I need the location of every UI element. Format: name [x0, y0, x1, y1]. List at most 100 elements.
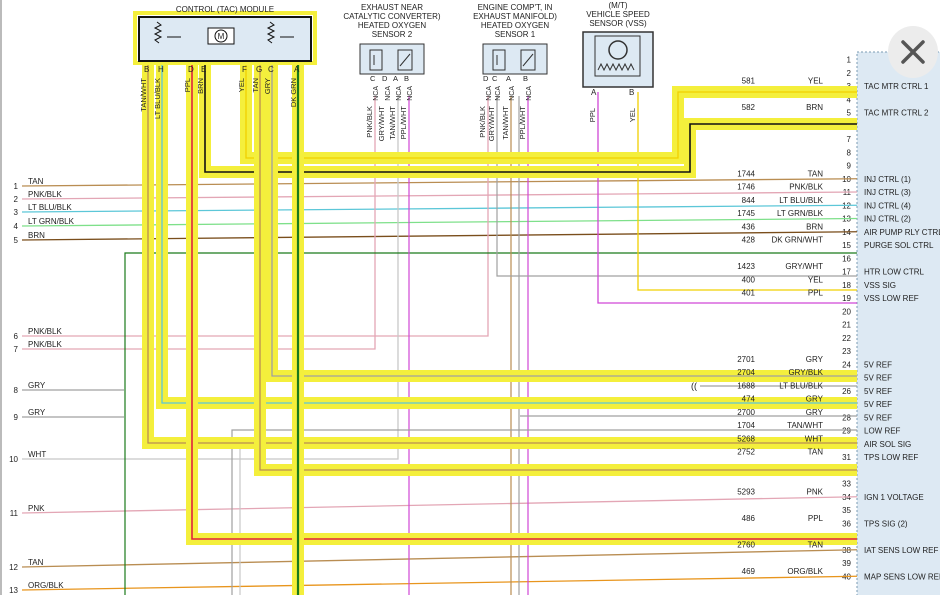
- o2s1-title-line: EXHAUST MANIFOLD): [473, 12, 557, 21]
- o2s1-pin-letter: B: [523, 74, 528, 83]
- pcm-pin-number: 36: [842, 519, 851, 528]
- pcm-circuit-number: 2701: [737, 355, 755, 364]
- o2s2-title-line: CATALYTIC CONVERTER): [343, 12, 441, 21]
- pcm-circuit-number: 1745: [737, 209, 755, 218]
- tac-pin-letter: C: [268, 65, 274, 74]
- o2s2-title-line: HEATED OXYGEN: [358, 21, 427, 30]
- pcm-pin-function: TAC MTR CTRL 1: [864, 82, 929, 91]
- pcm-pin-number: 1: [847, 56, 852, 65]
- tac-wire-label: DK GRN: [289, 78, 298, 107]
- pcm-wire-color: YEL: [808, 77, 824, 86]
- vss-wire-label: PPL: [588, 108, 597, 122]
- pcm-wire-color: GRY: [806, 395, 824, 404]
- motor-icon: [214, 29, 228, 43]
- pcm-pin-number: 24: [842, 360, 851, 369]
- pcm-wire-color: LT BLU/BLK: [779, 196, 823, 205]
- pcm-pin-function: IAT SENS LOW REF: [864, 546, 938, 555]
- pcm-pin-number: 8: [847, 148, 852, 157]
- o2s1-nca-label: NCA: [495, 86, 502, 101]
- close-icon: [901, 40, 925, 64]
- pcm-wire-color: BRN: [806, 103, 823, 112]
- left-wire-number: 10: [9, 455, 18, 464]
- pcm-pin-function: INJ CTRL (2): [864, 215, 911, 224]
- pcm-pin-number: 28: [842, 413, 851, 422]
- pcm-pin-number: 26: [842, 387, 851, 396]
- pcm-pin-number: 35: [842, 506, 851, 515]
- o2s2-wire-label: PNK/BLK: [365, 106, 374, 138]
- left-wire-number: 12: [9, 563, 18, 572]
- tac-pin-letter: H: [158, 65, 164, 74]
- pcm-pin-function: IGN 1 VOLTAGE: [864, 493, 924, 502]
- left-wire-label: GRY: [28, 381, 46, 390]
- pcm-wire-color: WHT: [805, 434, 823, 443]
- pcm-pin-function: VSS SIG: [864, 281, 896, 290]
- o2s2-pin-letter: C: [370, 74, 376, 83]
- pcm-circuit-number: 428: [742, 236, 756, 245]
- pcm-pin-number: 33: [842, 480, 851, 489]
- pcm-pin-number: 29: [842, 427, 851, 436]
- o2s1-pin-letter: A: [506, 74, 511, 83]
- tac-wire-label: GRY: [263, 78, 272, 94]
- o2s2-nca-label: NCA: [396, 86, 403, 101]
- wire-tac-ltblu: [161, 64, 857, 404]
- left-wire-label: PNK/BLK: [28, 327, 62, 336]
- left-wire-label: LT GRN/BLK: [28, 217, 75, 226]
- left-wire-label: PNK: [28, 504, 45, 513]
- pcm-circuit-number: 5268: [737, 434, 755, 443]
- left-wire-number: 5: [14, 236, 19, 245]
- o2s1-wire-label: GRY/WHT: [487, 106, 496, 142]
- tac-pin-letter: A: [294, 65, 300, 74]
- left-wire-number: 6: [14, 332, 19, 341]
- left-wire-number: 9: [14, 413, 19, 422]
- wire-left-7: [22, 96, 376, 350]
- vss-title-line: SENSOR (VSS): [589, 19, 647, 28]
- pcm-wire-color: ORG/BLK: [787, 567, 823, 576]
- o2s1-wire-label: PNK/BLK: [478, 106, 487, 138]
- tac-pot-2-icon: [266, 21, 276, 44]
- pcm-pin-function: TPS LOW REF: [864, 453, 918, 462]
- left-wire-number: 1: [14, 182, 19, 191]
- pcm-circuit-number: 469: [742, 567, 756, 576]
- tac-pin-letter: G: [256, 65, 262, 74]
- pcm-wire-color: BRN: [806, 222, 823, 231]
- sensor-element-icon: [520, 49, 536, 71]
- wire-tac-brn: [204, 64, 857, 173]
- close-button[interactable]: [888, 26, 938, 78]
- o2s2-title-line: SENSOR 2: [372, 30, 413, 39]
- o2s1-pin-letter: D: [483, 74, 489, 83]
- pcm-pin-function: HTR LOW CTRL: [864, 268, 925, 277]
- pcm-circuit-number: 1744: [737, 169, 755, 178]
- tac-wire-label: TAN/WHT: [139, 78, 148, 112]
- wire-left-13: [21, 575, 858, 591]
- wire-break-mark: ((: [691, 381, 697, 391]
- left-wire-number: 11: [10, 509, 19, 518]
- pcm-wire-color: TAN: [808, 448, 824, 457]
- left-wire-number: 3: [14, 208, 19, 217]
- wire-tac-gry: [271, 64, 857, 377]
- pcm-circuit-number: 400: [742, 275, 756, 284]
- pcm-pin-number: 31: [842, 453, 851, 462]
- pcm-pin-number: 15: [842, 241, 851, 250]
- pcm-circuit-number: 582: [742, 103, 756, 112]
- o2s1-wire-label: TAN/WHT: [501, 106, 510, 140]
- motor-icon-label: M: [218, 32, 225, 41]
- pcm-wire-color: GRY: [806, 355, 824, 364]
- o2s2-nca-label: NCA: [407, 86, 414, 101]
- tac-pot-1-icon: [153, 21, 163, 44]
- wire-purge-sol: [124, 252, 857, 595]
- pcm-pin-number: 7: [847, 135, 852, 144]
- pcm-pin-number: 39: [842, 559, 851, 568]
- left-wire-label: WHT: [28, 450, 46, 459]
- wire-tac-tanwht: [147, 64, 857, 444]
- tac-highlight-frame: [133, 11, 317, 65]
- pcm-connector-body: [856, 51, 940, 595]
- sensor-element-icon: [397, 49, 413, 71]
- o2s1-title-line: ENGINE COMP'T, IN: [478, 3, 553, 12]
- wire-left-12: [21, 549, 858, 568]
- pcm-circuit-number: 2752: [737, 448, 755, 457]
- pcm-pin-function: INJ CTRL (1): [864, 175, 911, 184]
- pcm-pin-function: INJ CTRL (4): [864, 201, 911, 210]
- left-wire-number: 7: [14, 345, 19, 354]
